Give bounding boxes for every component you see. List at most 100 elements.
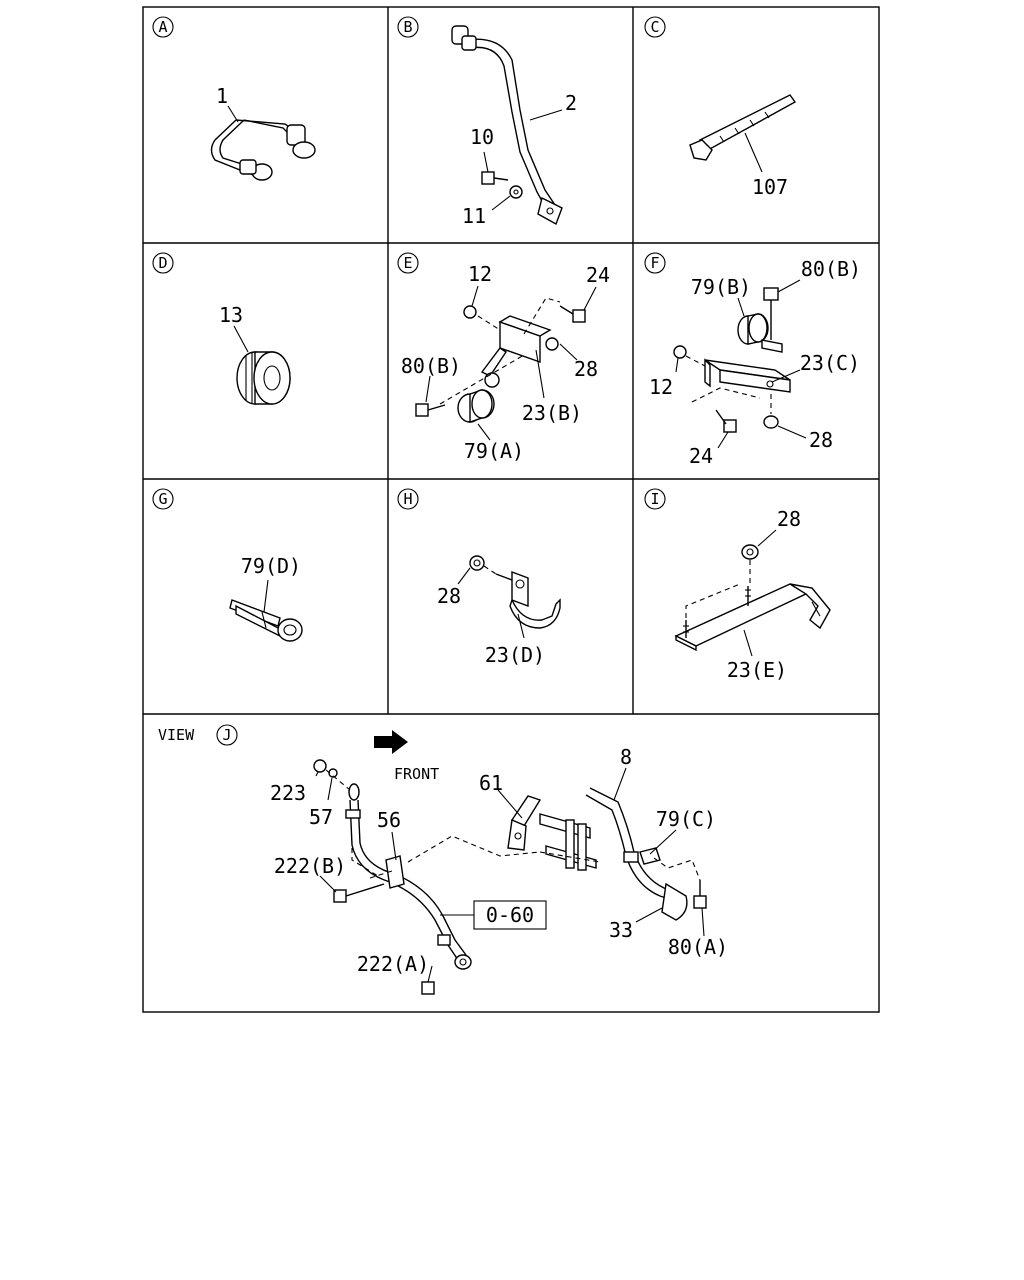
panel-letter: D	[158, 254, 167, 272]
panel-letter: A	[158, 18, 167, 36]
part-label: 12	[649, 375, 673, 399]
part-label: 12	[468, 262, 492, 286]
bolt-10	[481, 171, 509, 185]
part-label: 24	[689, 444, 713, 468]
panel-letter: I	[650, 490, 659, 508]
panel-f: F	[644, 252, 861, 468]
part-label: 23(C)	[800, 351, 860, 375]
washer-11	[509, 185, 523, 199]
part-label: 61	[479, 771, 503, 795]
part-label: 28	[574, 357, 598, 381]
part-label: 223	[270, 781, 306, 805]
part-label: 57	[309, 805, 333, 829]
part-label: 10	[470, 125, 494, 149]
part-label: 28	[777, 507, 801, 531]
panel-d: D 13	[152, 252, 291, 405]
part-label: 13	[219, 303, 243, 327]
positive-cable-drawing	[585, 787, 688, 921]
panel-a: A 1	[152, 16, 316, 181]
reference-number: 0-60	[486, 903, 534, 927]
view-prefix: VIEW	[158, 726, 195, 744]
grommet-drawing	[236, 351, 291, 405]
view-letter-badge: J	[216, 724, 238, 746]
leader-line	[744, 132, 763, 173]
front-arrow-icon	[374, 730, 408, 754]
panel-c: C 107	[644, 16, 797, 199]
clamp-79b	[737, 313, 783, 353]
part-label: 80(B)	[401, 354, 461, 378]
front-label: FRONT	[394, 765, 439, 783]
fasteners	[415, 305, 586, 417]
part-label: 23(D)	[485, 643, 545, 667]
leader-line	[233, 325, 249, 353]
part-label: 222(A)	[357, 952, 429, 976]
battery-cable-drawing	[451, 25, 563, 226]
panel-g: G 79(D)	[152, 488, 303, 642]
bracket-61-drawing	[507, 795, 597, 871]
leader-lines	[457, 565, 525, 639]
part-label: 79(B)	[691, 275, 751, 299]
part-label: 28	[809, 428, 833, 452]
panel-b: B 2 10 11	[397, 16, 577, 228]
view-j: VIEW J FRONT	[158, 724, 728, 995]
panel-letter-badge: H	[397, 488, 419, 510]
panel-letter: F	[650, 254, 659, 272]
grid-frame	[142, 6, 880, 1013]
part-label: 11	[462, 204, 486, 228]
view-letter: J	[222, 726, 231, 744]
part-label: 79(C)	[656, 807, 716, 831]
part-label: 80(A)	[668, 935, 728, 959]
bracket-drawing	[704, 358, 791, 393]
fasteners	[673, 287, 779, 433]
leader-line	[263, 579, 269, 613]
part-label: 23(E)	[727, 658, 787, 682]
clip-79d-drawing	[229, 599, 303, 642]
panel-letter-badge: D	[152, 252, 174, 274]
panel-i: I 28 23(E)	[644, 488, 831, 682]
part-label: 222(B)	[274, 854, 346, 878]
panel-letter: H	[403, 490, 412, 508]
clamp-79a	[457, 389, 495, 423]
panel-letter: E	[403, 254, 412, 272]
part-label: 79(D)	[241, 554, 301, 578]
panel-letter-badge: A	[152, 16, 174, 38]
part-label: 79(A)	[464, 439, 524, 463]
panel-letter-badge: F	[644, 252, 666, 274]
leader-lines	[315, 767, 705, 983]
battery-cable-drawing	[210, 119, 316, 181]
part-label: 8	[620, 745, 632, 769]
panel-letter-badge: C	[644, 16, 666, 38]
leader-lines	[425, 285, 597, 441]
part-label: 33	[609, 918, 633, 942]
guide-lines	[325, 769, 701, 881]
panel-letter: B	[403, 18, 412, 36]
nut-28	[469, 555, 513, 581]
fasteners-right	[693, 880, 707, 909]
leader-lines	[675, 279, 807, 449]
panel-letter: G	[158, 490, 167, 508]
panel-letter-badge: I	[644, 488, 666, 510]
part-label: 107	[752, 175, 788, 199]
part-label: 80(B)	[801, 257, 861, 281]
cable-tie-drawing	[689, 94, 797, 161]
bracket-23e-drawing	[674, 583, 831, 652]
bracket-drawing	[480, 315, 552, 388]
reference-box: 0-60	[473, 900, 547, 930]
fasteners-left	[313, 759, 435, 995]
panel-letter: C	[650, 18, 659, 36]
part-label: 56	[377, 808, 401, 832]
part-label: 2	[565, 91, 577, 115]
bracket-23d-drawing	[509, 570, 561, 629]
part-label: 24	[586, 263, 610, 287]
panel-letter-badge: G	[152, 488, 174, 510]
panel-letter-badge: B	[397, 16, 419, 38]
nut-28	[741, 544, 759, 560]
stud-bolts	[683, 586, 751, 638]
part-label: 28	[437, 584, 461, 608]
panel-letter-badge: E	[397, 252, 419, 274]
ground-cable-drawing	[345, 783, 472, 970]
panel-h: H 28 23(D)	[397, 488, 561, 667]
part-label: 1	[216, 84, 228, 108]
panel-e: E	[397, 252, 610, 463]
